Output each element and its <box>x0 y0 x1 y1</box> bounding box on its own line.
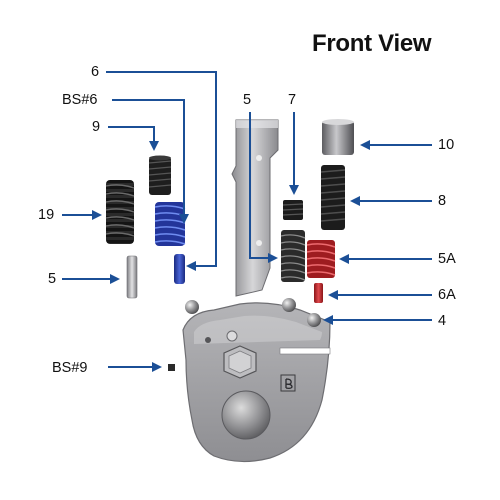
diagram-title: Front View <box>312 30 432 57</box>
ball-4 <box>307 313 321 327</box>
upper-pin-hole <box>226 330 238 342</box>
set-screw-7 <box>282 200 304 220</box>
lever-arm <box>231 119 279 297</box>
ball-center <box>282 298 296 312</box>
label-4: 4 <box>438 313 447 329</box>
housing-slot <box>279 347 331 355</box>
label-5-top: 5 <box>243 92 252 108</box>
arm-hole-upper <box>256 155 262 161</box>
label-7: 7 <box>288 92 297 108</box>
spring-19 <box>105 180 135 244</box>
label-bs6: BS#6 <box>62 92 98 108</box>
arm-hole-lower <box>256 240 262 246</box>
leader-lines <box>62 71 432 372</box>
side-screw <box>205 337 211 343</box>
spring-5a-red <box>306 240 336 278</box>
leader-9 <box>108 126 159 151</box>
label-6: 6 <box>91 64 100 80</box>
spline-hub <box>221 390 271 440</box>
leader-5-top <box>249 112 278 263</box>
label-19: 19 <box>38 207 55 223</box>
leader-6 <box>106 71 217 271</box>
leader-bs6 <box>112 99 189 224</box>
set-screw-9 <box>148 155 172 195</box>
sleeve-10 <box>322 119 354 155</box>
label-8: 8 <box>438 193 447 209</box>
brand-logo <box>280 374 296 392</box>
label-6a: 6A <box>438 287 456 303</box>
pin-6a-red <box>314 283 323 303</box>
spring-bs6-blue <box>154 202 186 246</box>
spring-5-center <box>280 230 306 282</box>
label-5a: 5A <box>438 251 456 267</box>
label-9: 9 <box>92 119 101 135</box>
label-bs9: BS#9 <box>52 360 88 376</box>
ball-left <box>185 300 199 314</box>
label-5-left: 5 <box>48 271 57 287</box>
threaded-rod-8 <box>320 165 346 230</box>
pin-5-left <box>126 255 138 299</box>
pin-6-blue <box>174 254 185 284</box>
label-10: 10 <box>438 137 455 153</box>
bs9-part <box>168 364 175 371</box>
